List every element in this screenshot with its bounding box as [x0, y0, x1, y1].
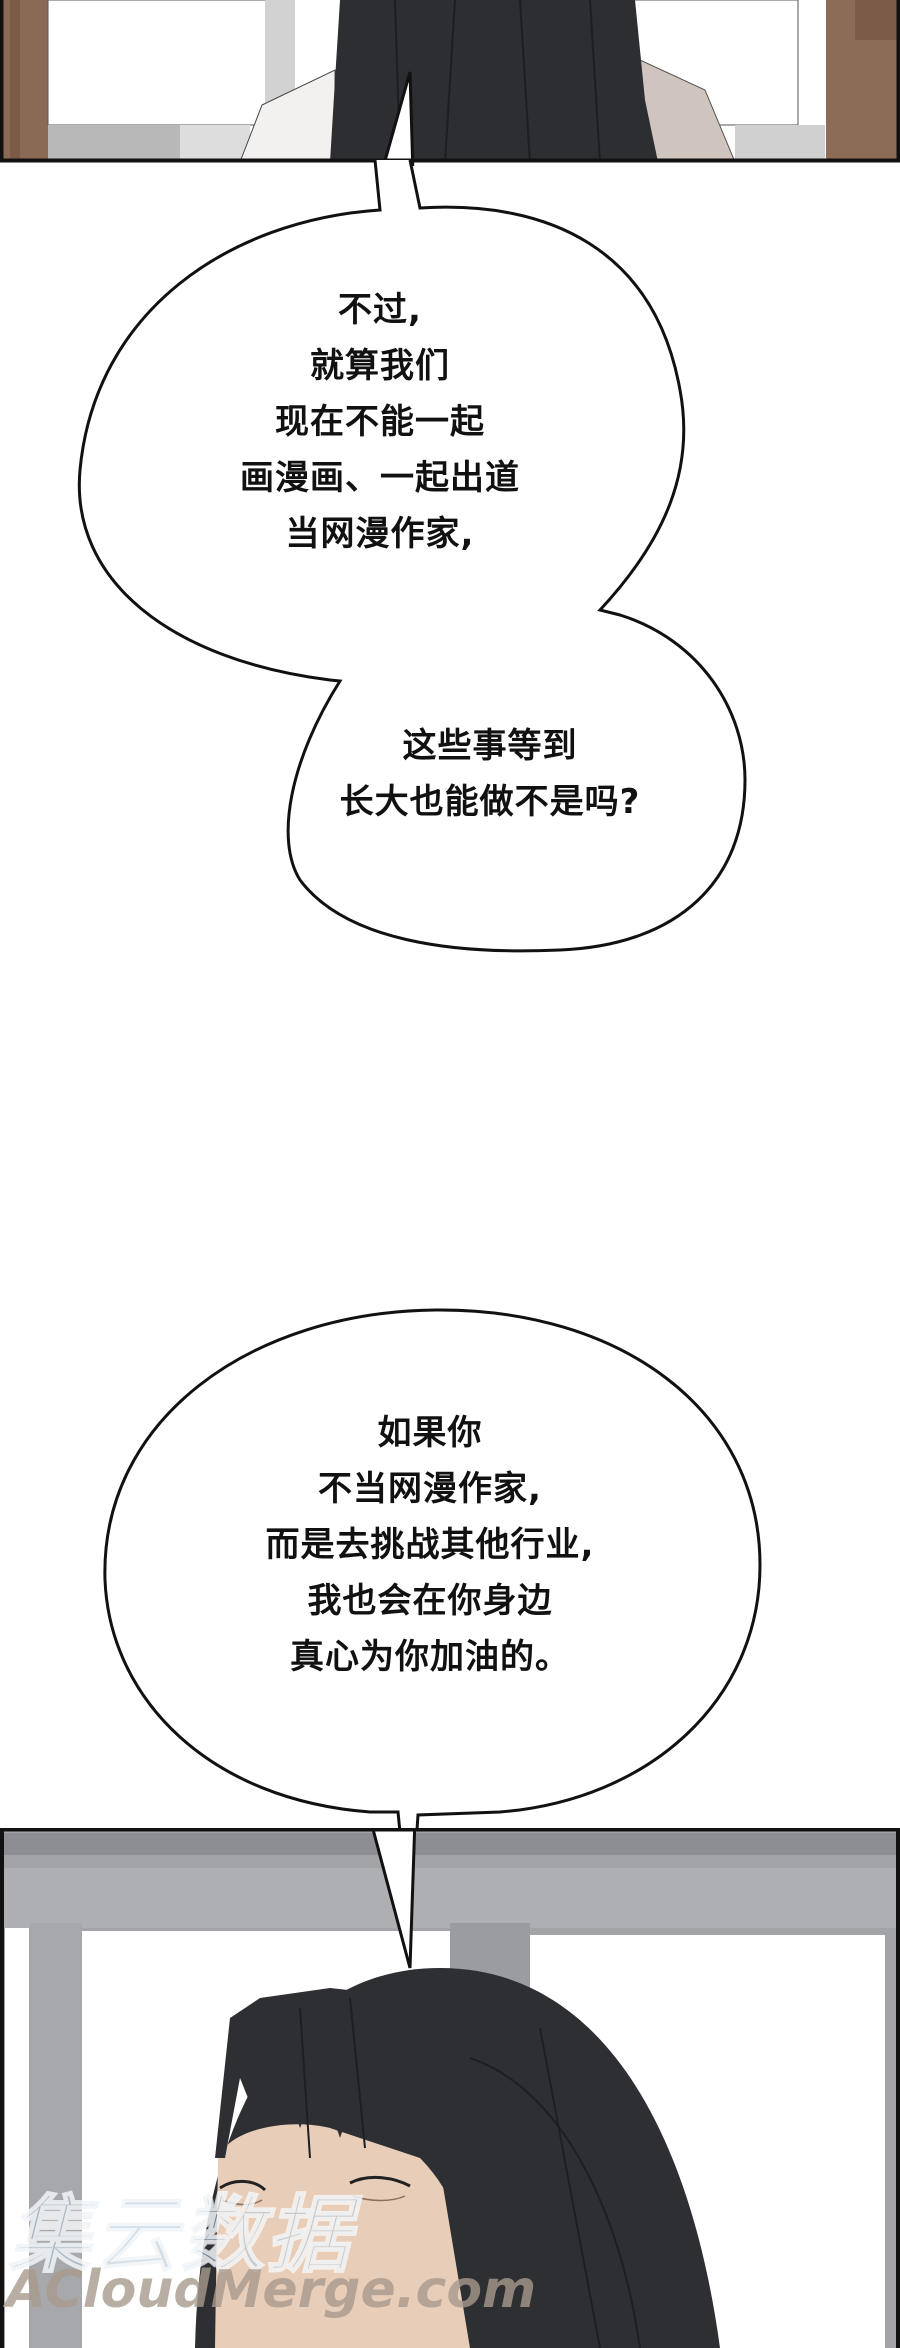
speech-bubble-1b-text: 这些事等到 长大也能做不是吗?: [260, 718, 720, 830]
bubble-line: 这些事等到: [402, 726, 578, 766]
bubble-line: 如果你: [377, 1413, 483, 1453]
watermark-en: ACloudMerge.com: [6, 2260, 537, 2320]
bubble-line: 而是去挑战其他行业,: [265, 1525, 595, 1565]
speech-tail-top: [381, 71, 415, 166]
bubble-line: 当网漫作家,: [285, 514, 475, 554]
speech-tail-bottom: [371, 1828, 417, 1969]
speech-bubble-1a-text: 不过, 就算我们 现在不能一起 画漫画、一起出道 当网漫作家,: [170, 282, 590, 562]
face: [215, 2124, 474, 2348]
bubble-line: 真心为你加油的。: [290, 1637, 570, 1677]
window-pane: [5, 1928, 29, 2348]
bubble-line: 就算我们: [310, 346, 450, 386]
bottom-panel-art: [0, 1828, 900, 2348]
speech-bubble-1-shape: [77, 159, 747, 953]
door-frame-left: [0, 0, 48, 162]
eye-right: [349, 2176, 411, 2188]
bottom-comic-panel: 集云数据 ACloudMerge.com: [0, 1828, 900, 2348]
bubble-line: 不过,: [338, 290, 422, 330]
bubble-line: 长大也能做不是吗?: [339, 782, 641, 822]
bubble-line: 画漫画、一起出道: [240, 458, 520, 498]
speech-bubble-2-text: 如果你 不当网漫作家, 而是去挑战其他行业, 我也会在你身边 真心为你加油的。: [170, 1405, 690, 1685]
speech-bubble-2-shape: [103, 1308, 762, 1860]
eye-left: [219, 2180, 267, 2192]
top-panel-art: [0, 0, 900, 166]
top-comic-panel: [0, 0, 900, 166]
bubble-line: 不当网漫作家,: [318, 1469, 542, 1509]
bubble-line: 现在不能一起: [275, 402, 485, 442]
watermark-cn: 集云数据: [7, 2185, 353, 2285]
bubble-line: 我也会在你身边: [307, 1581, 553, 1621]
bangs: [215, 1988, 480, 2348]
